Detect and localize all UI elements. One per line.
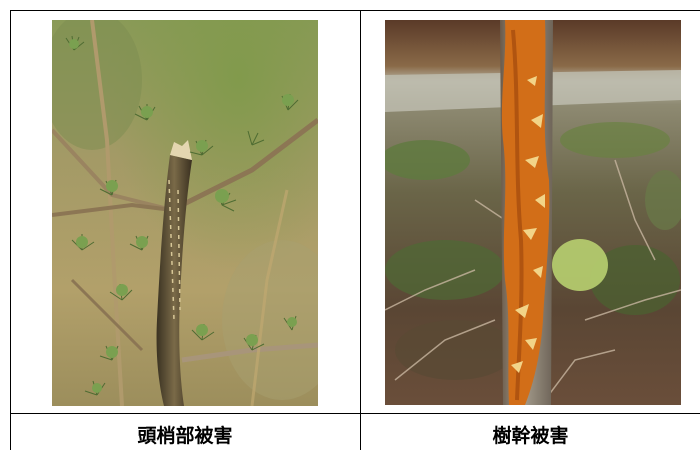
caption-shoot-damage: 頭梢部被害 bbox=[137, 425, 233, 447]
table-row-divider bbox=[10, 413, 700, 414]
figure-table bbox=[10, 10, 700, 450]
damaged-shoot-photo bbox=[52, 20, 318, 406]
caption-trunk-damage: 樹幹被害 bbox=[492, 425, 569, 447]
damaged-trunk-photo bbox=[385, 20, 681, 405]
table-border-top bbox=[10, 10, 700, 11]
table-border-middle bbox=[360, 10, 361, 450]
table-border-left bbox=[10, 10, 11, 450]
